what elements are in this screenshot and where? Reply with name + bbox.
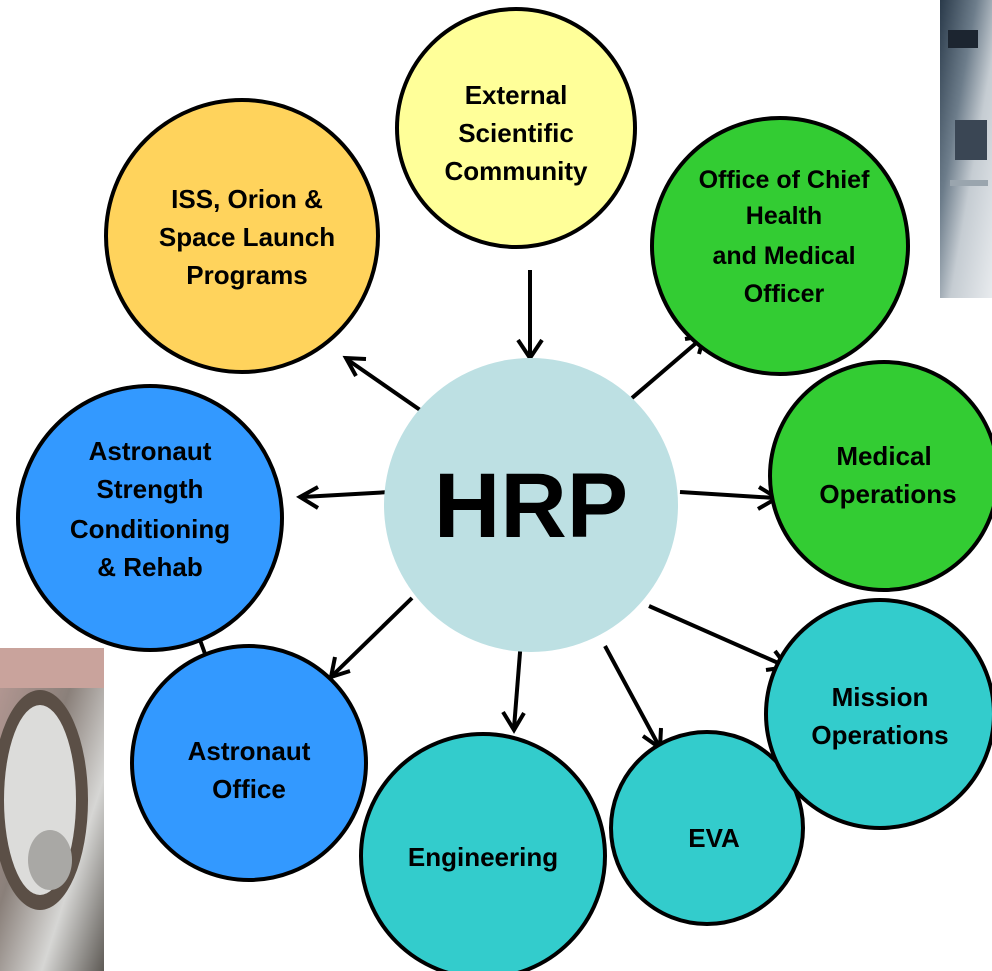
arrow-hrp-to-missionops (648, 604, 791, 672)
node-label-line: Medical (836, 441, 931, 471)
node-label-line: ISS, Orion & (171, 184, 323, 214)
arrow-hrp-to-astro (328, 596, 414, 680)
node-mission-operations: Mission Operations (764, 598, 992, 830)
node-label-line: Health (746, 202, 822, 230)
photo-bottom-left (0, 648, 104, 971)
hub-hrp: HRP (384, 358, 678, 652)
node-astronaut-office: Astronaut Office (130, 644, 368, 882)
node-label-line: Office (212, 774, 286, 804)
node-label-line: Community (445, 156, 589, 186)
node-circle (104, 98, 380, 374)
node-astronaut-strength-conditioning-rehab: Astronaut Strength Conditioning & Rehab (16, 384, 284, 652)
node-engineering: Engineering (359, 732, 607, 971)
arrow-hrp-to-ochmo (630, 333, 707, 400)
node-circle (16, 384, 284, 652)
node-medical-operations: Medical Operations (768, 360, 992, 592)
node-label-line: Space Launch (159, 222, 335, 252)
node-circle (609, 730, 805, 926)
node-label-line: External (465, 80, 568, 110)
hub-label: HRP (434, 455, 628, 557)
node-label-line: Astronaut (89, 436, 212, 466)
node-label-line: Mission (832, 682, 929, 712)
node-circle (764, 598, 992, 830)
node-label-line: & Rehab (97, 552, 202, 582)
node-circle (359, 732, 607, 971)
node-label-line: Operations (819, 479, 956, 509)
node-circle (768, 360, 992, 592)
hub-circle (384, 358, 678, 652)
node-label-line: Programs (186, 260, 307, 290)
arrow-hrp-to-eng (501, 639, 526, 734)
node-label-line: Scientific (458, 118, 574, 148)
arrow-hrp-to-medops (679, 485, 781, 511)
arrow-hrp-to-iss (342, 355, 425, 414)
arrow-external-to-hrp (516, 270, 544, 362)
node-label-line: Officer (744, 280, 825, 308)
node-external-scientific-community: External Scientific Community (395, 7, 637, 249)
node-label-line: EVA (688, 823, 740, 853)
node-label-line: Conditioning (70, 514, 230, 544)
photo-top-right (940, 0, 992, 298)
arrow-hrp-to-eva (603, 645, 663, 752)
node-office-of-chief-health-medical-officer: Office of Chief Health and Medical Offic… (650, 116, 910, 376)
node-label-line: and Medical (712, 242, 855, 270)
arrows (296, 270, 791, 752)
node-label-line: Operations (811, 720, 948, 750)
node-label-line: Strength (97, 474, 204, 504)
node-iss-orion-space-launch-programs: ISS, Orion & Space Launch Programs (104, 98, 380, 374)
node-label-line: Astronaut (188, 736, 311, 766)
node-label-line: Office of Chief (699, 166, 871, 194)
node-label-line: Engineering (408, 842, 558, 872)
node-circle (130, 644, 368, 882)
node-circle (650, 116, 910, 376)
arrow-hrp-to-ascr (296, 485, 391, 510)
node-eva: EVA (609, 730, 805, 926)
node-circle (395, 7, 637, 249)
